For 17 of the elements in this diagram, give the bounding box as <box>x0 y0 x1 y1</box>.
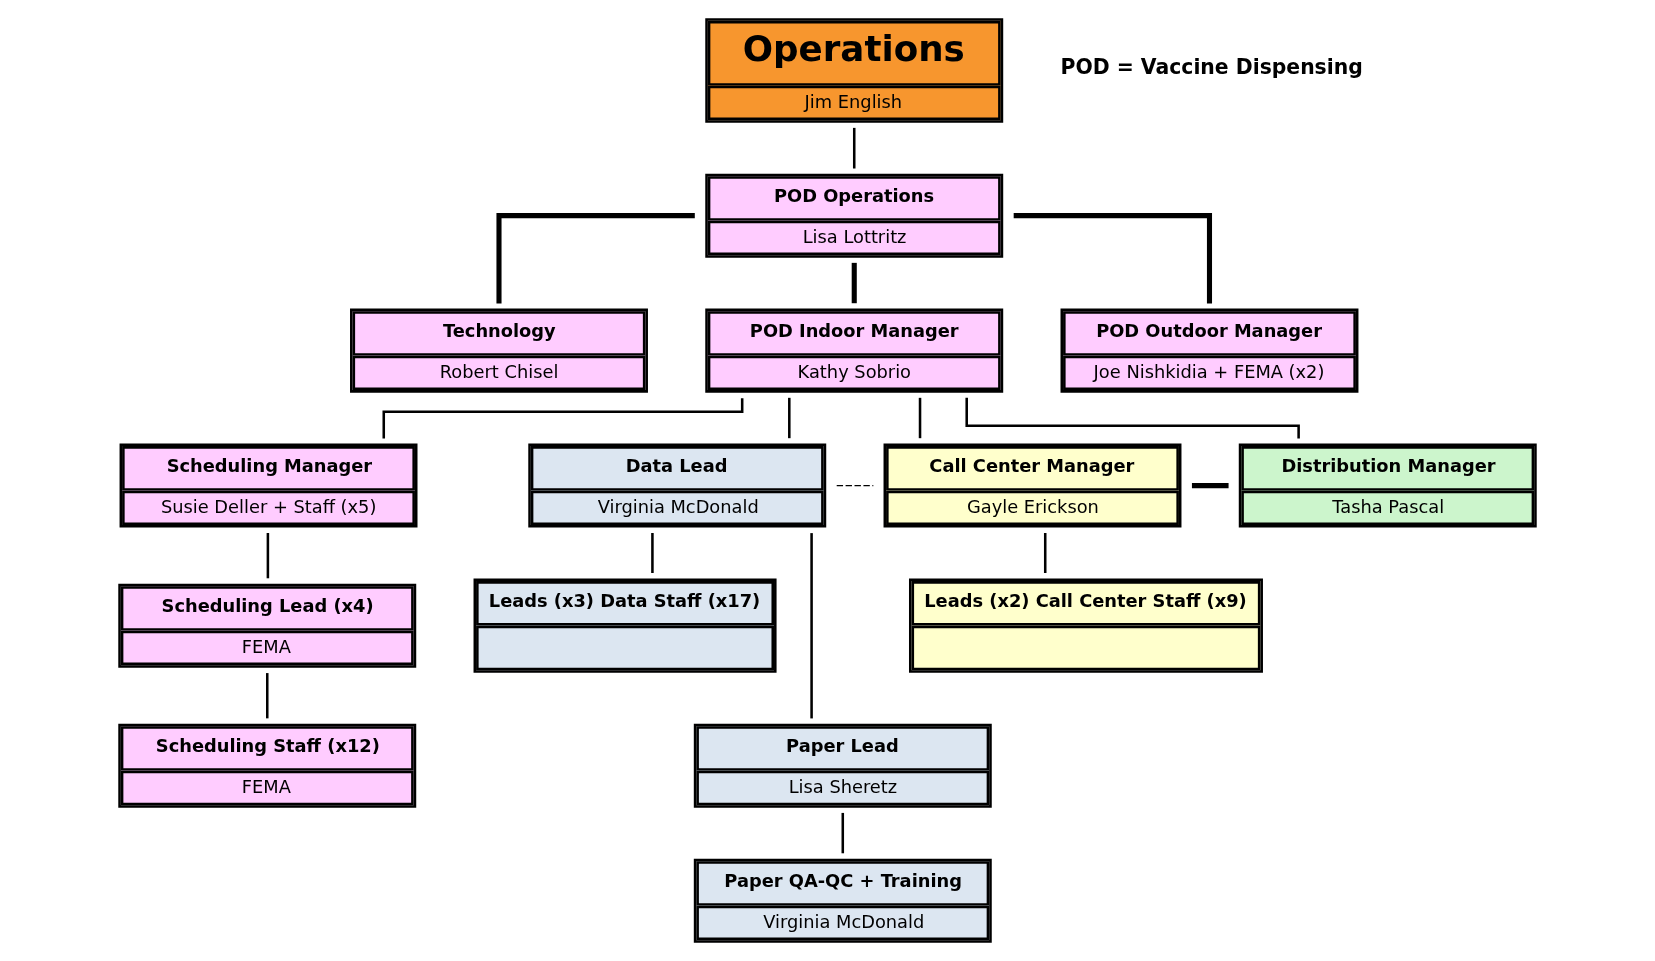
connector <box>1043 533 1047 573</box>
connector <box>496 213 695 304</box>
connector <box>918 397 922 439</box>
connector <box>788 397 791 439</box>
connector <box>1191 483 1229 489</box>
connector <box>836 484 874 487</box>
connector <box>1013 213 1213 304</box>
connector <box>810 533 813 719</box>
connector <box>265 673 269 719</box>
connector <box>841 812 845 854</box>
connector <box>852 127 856 169</box>
connector <box>851 262 857 304</box>
connector <box>382 398 744 439</box>
connector <box>266 533 270 579</box>
connector <box>965 397 1300 439</box>
label: POD = Vaccine Dispensing <box>1060 55 1363 80</box>
connector <box>651 533 654 573</box>
